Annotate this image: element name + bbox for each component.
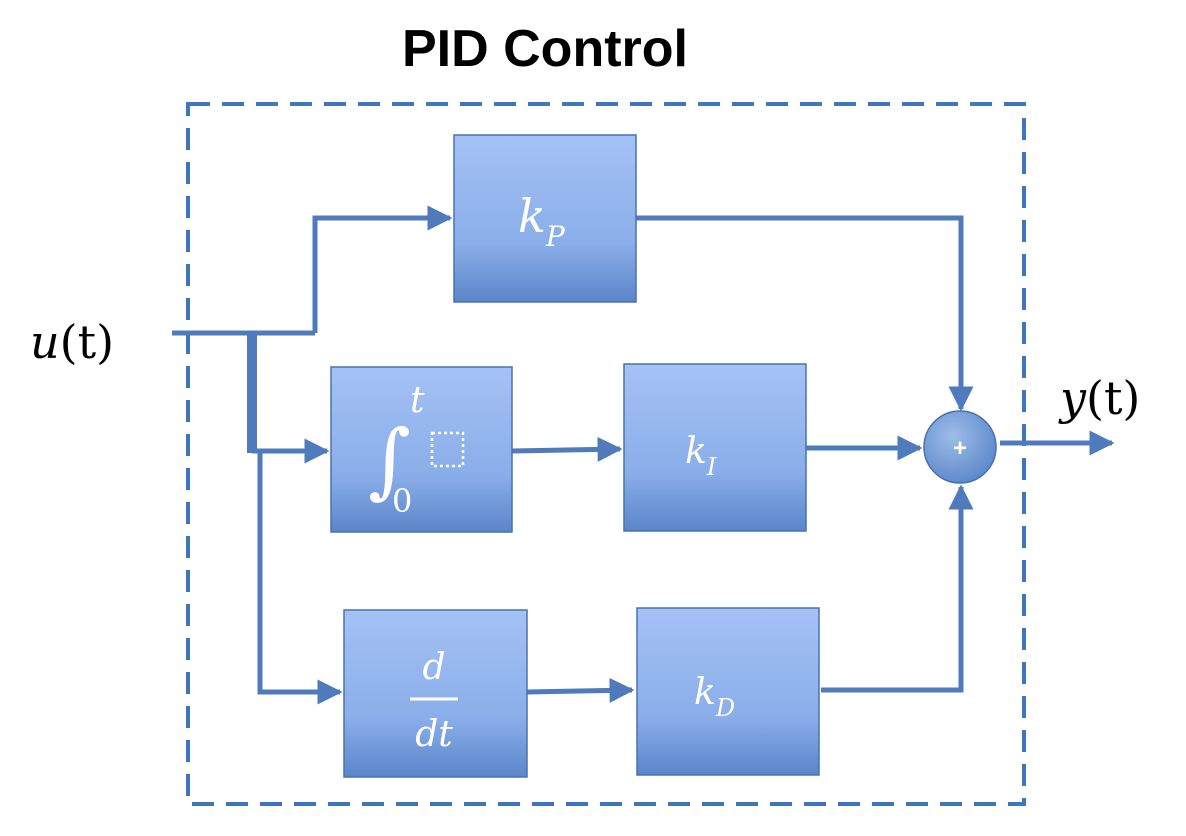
branch-node [247, 333, 257, 453]
kp-to-sum-wire [636, 215, 974, 412]
derivative-gain-block: kD [636, 607, 820, 776]
input-func: u [30, 315, 60, 369]
proportional-gain-label: kP [518, 189, 566, 253]
derivative-numerator: d [422, 647, 445, 688]
integral-upper-limit: t [410, 380, 425, 421]
integral-operator-box [330, 366, 513, 533]
derivative-operator-block: d dt [343, 609, 528, 778]
output-func: y [1058, 371, 1087, 425]
summing-junction-plus: + [953, 435, 967, 462]
output-signal-label: y(t) [1058, 371, 1140, 425]
proportional-gain-block: kP [453, 134, 637, 303]
derivative-gain-box [636, 607, 820, 776]
derivative-denominator: dt [415, 714, 453, 755]
output-arg: (t) [1086, 371, 1140, 425]
summing-junction-circle [923, 410, 997, 484]
derivative-operator-box [343, 609, 528, 778]
proportional-gain-box [453, 134, 637, 303]
input-arg: (t) [60, 315, 114, 369]
integral-lower-limit: 0 [392, 482, 412, 520]
d-branch-wire [257, 451, 343, 705]
derivative-gain-label: kD [694, 672, 735, 722]
integral-gain-label: kI [685, 431, 717, 481]
diagram-title: PID Control [402, 20, 688, 78]
derivative-to-kd-wire [526, 677, 635, 703]
summing-junction: + [923, 410, 997, 484]
integral-operator-block: ∫ t 0 [330, 366, 513, 533]
p-branch-wire [312, 205, 453, 333]
kd-to-sum-wire [821, 484, 974, 693]
integral-to-ki-wire [511, 436, 623, 462]
integrand-placeholder-icon [430, 431, 465, 468]
input-signal-label: u(t) [30, 315, 114, 369]
integral-gain-box [623, 363, 807, 532]
signal-wires [172, 205, 1115, 705]
integral-sign: ∫ [368, 413, 411, 508]
integral-gain-block: kI [623, 363, 807, 532]
controller-boundary [186, 102, 1026, 806]
